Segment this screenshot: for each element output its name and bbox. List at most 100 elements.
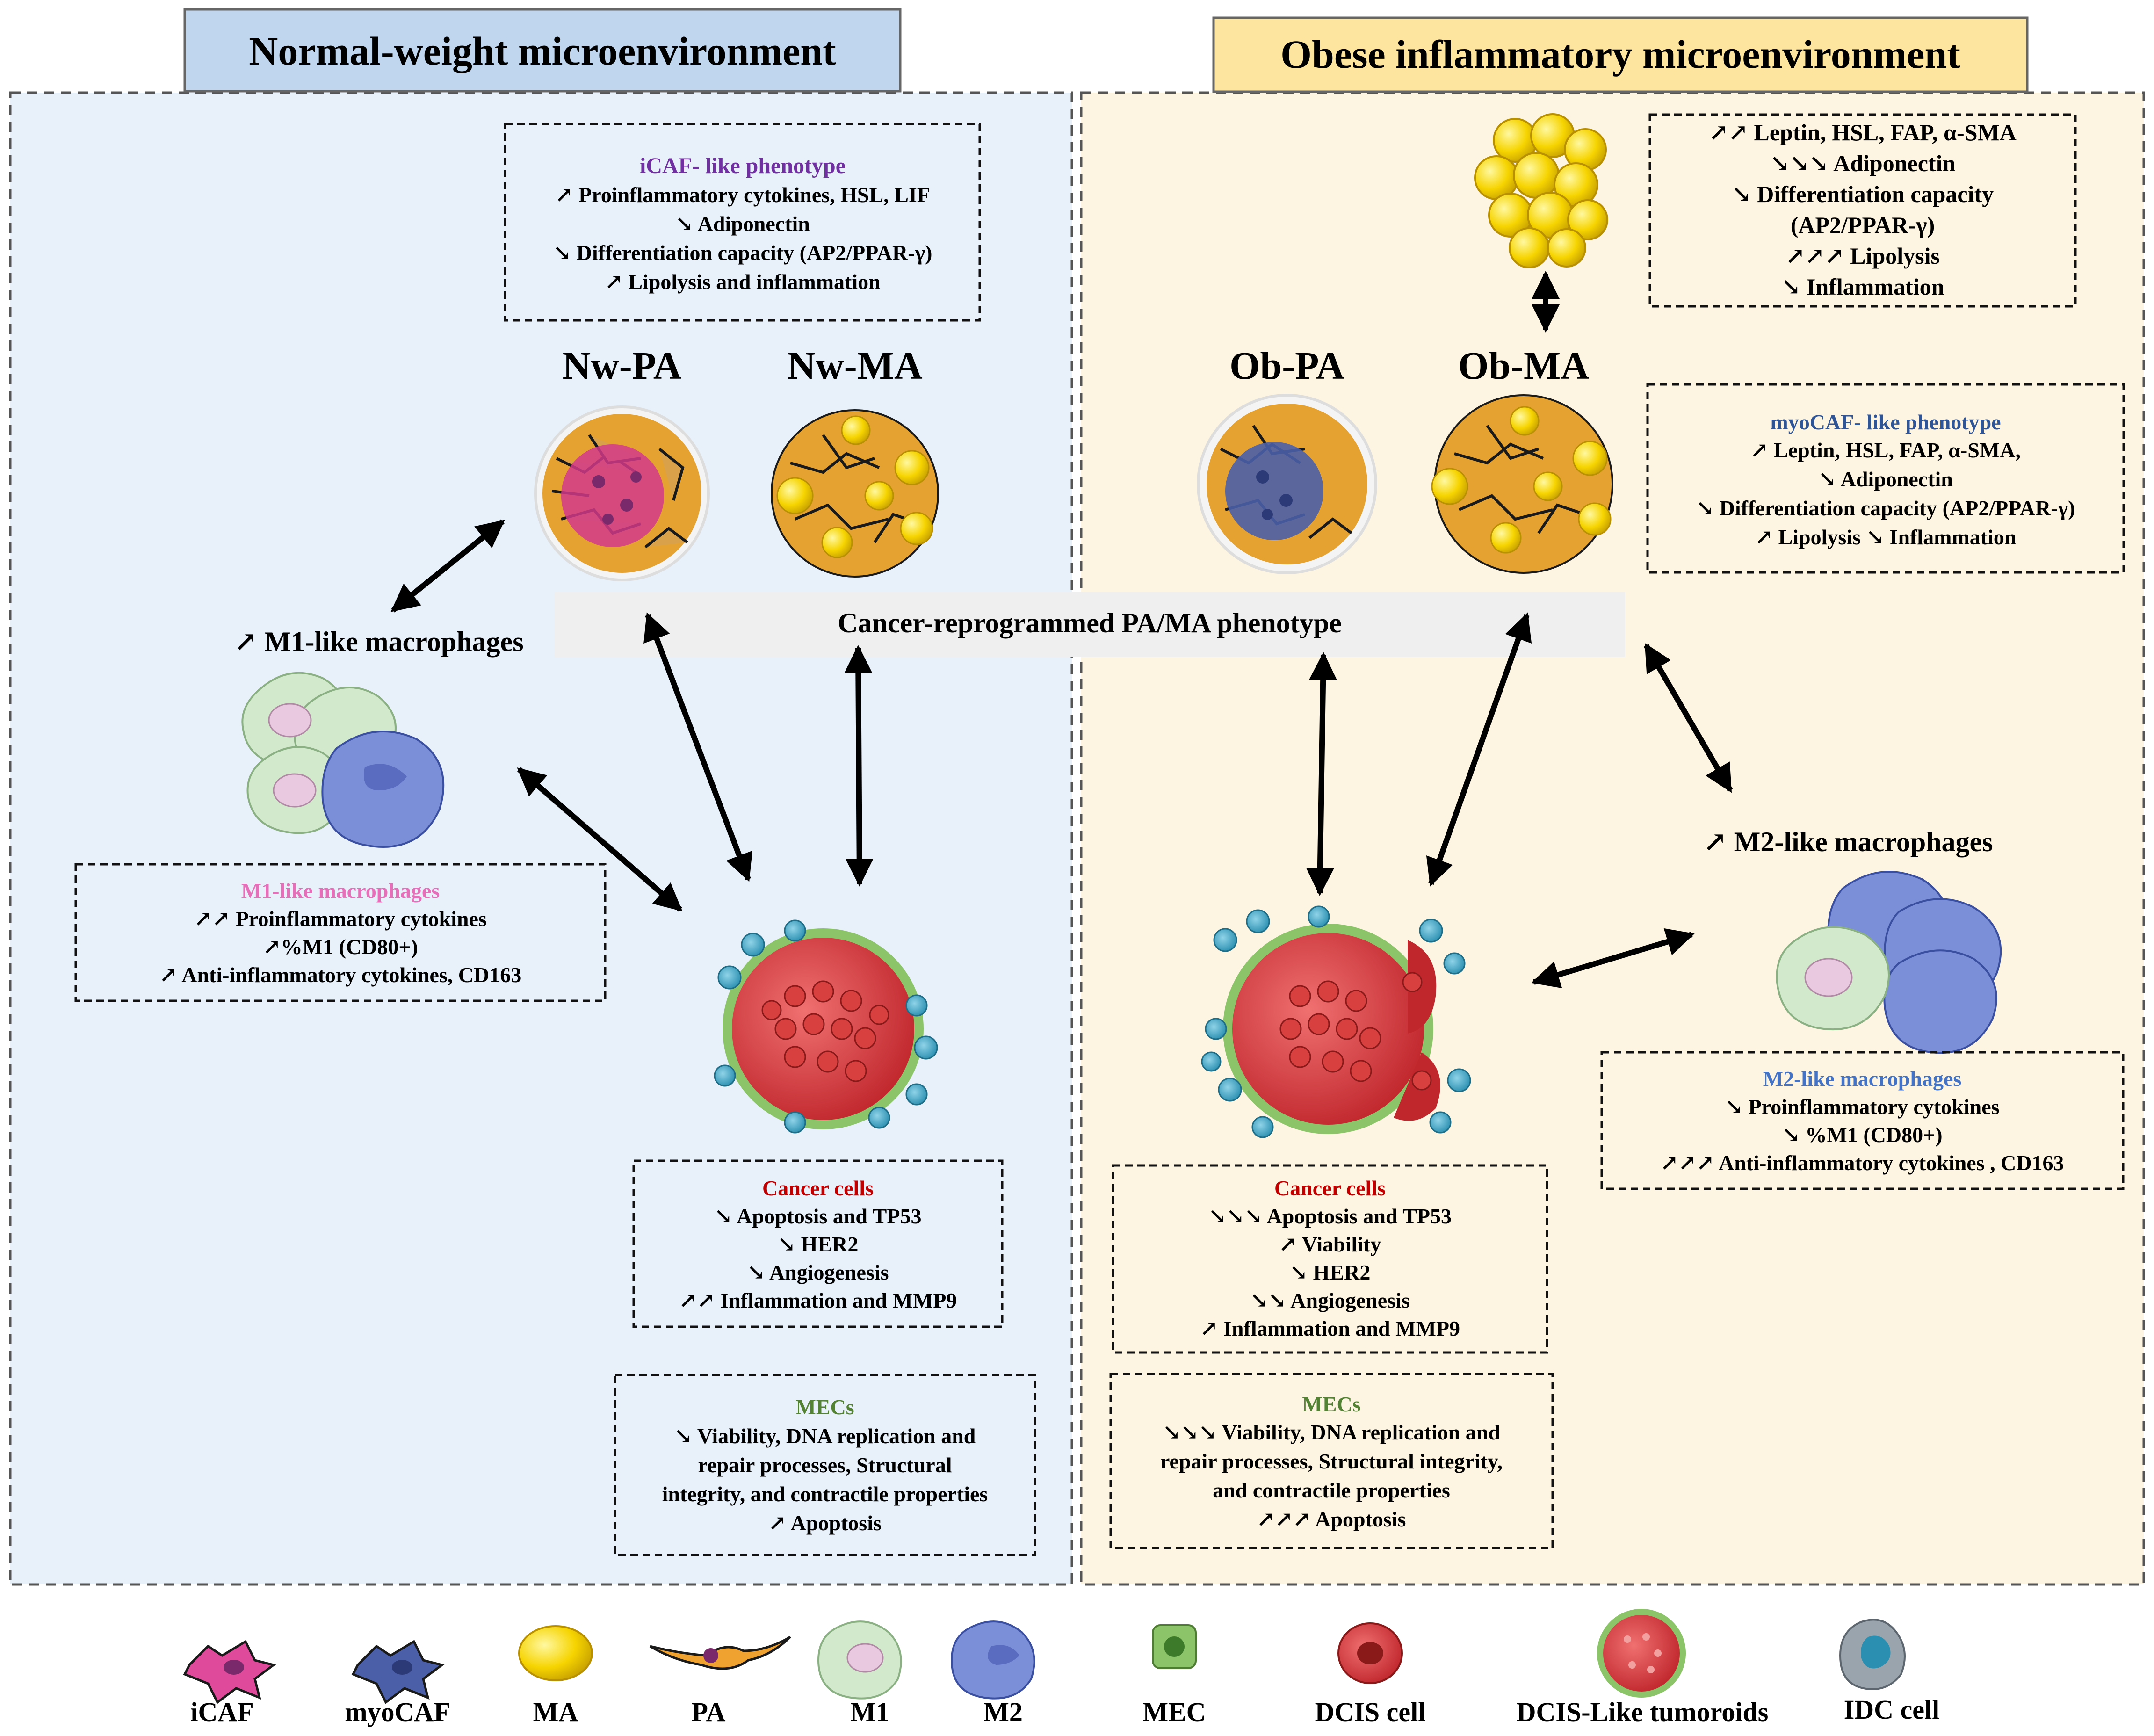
nw-cancer-line-2: ↘ HER2 xyxy=(778,1232,859,1256)
right-title-box xyxy=(1212,16,2029,93)
m2-like-label: ↗ M2-like macrophages xyxy=(1703,826,1993,857)
ob-mec-line-1: ↘↘↘ Viability, DNA replication and xyxy=(1163,1420,1500,1444)
arrow-ob-pa-tumoroid xyxy=(1306,652,1337,896)
mature-adipocyte-cluster xyxy=(1474,113,1608,268)
ob-mec-line-4: ↗↗↗ Apoptosis xyxy=(1257,1507,1406,1531)
legend: iCAF myoCAF MA PA M1 M2 MEC DCIS cell DC… xyxy=(183,1609,1940,1727)
legend-idc-cell-icon xyxy=(1839,1619,1906,1690)
ob-top-line-2: ↘↘↘ Adiponectin xyxy=(1770,150,1956,176)
ob-mec-line-3: and contractile properties xyxy=(1213,1478,1450,1502)
ob-top-line-6: ↘ Inflammation xyxy=(1781,274,1944,300)
nw-mec-line-2: repair processes, Structural xyxy=(698,1453,952,1477)
m1-like-label: ↗ M1-like macrophages xyxy=(234,626,523,657)
ob-cancer-line-5: ↗ Inflammation and MMP9 xyxy=(1200,1316,1460,1340)
icaf-heading: iCAF- like phenotype xyxy=(640,153,846,178)
m2-line-3: ↗↗↗ Anti-inflammatory cytokines , CD163 xyxy=(1660,1151,2064,1175)
legend-label-ma: MA xyxy=(533,1697,578,1727)
nw-dcis-tumoroid xyxy=(714,919,938,1134)
legend-icaf-icon xyxy=(183,1640,276,1704)
m2-line-2: ↘ %M1 (CD80+) xyxy=(1782,1123,1942,1147)
icaf-line-2: ↘ Adiponectin xyxy=(675,212,810,236)
m1-macrophage-cluster xyxy=(241,672,445,848)
legend-label-m1: M1 xyxy=(850,1697,889,1727)
icaf-phenotype-box xyxy=(504,123,981,322)
ob-top-line-1: ↗↗ Leptin, HSL, FAP, α-SMA xyxy=(1709,119,2017,145)
legend-pa-icon xyxy=(649,1635,791,1670)
myocaf-line-2: ↘ Adiponectin xyxy=(1818,467,1953,491)
ob-pa-label: Ob-PA xyxy=(1229,344,1344,388)
ob-mec-heading: MECs xyxy=(1302,1392,1360,1416)
m2-heading: M2-like macrophages xyxy=(1763,1067,1962,1091)
nw-mec-line-4: ↗ Apoptosis xyxy=(768,1511,882,1535)
left-title: Normal-weight microenvironment xyxy=(249,29,836,73)
legend-myocaf-icon xyxy=(351,1640,445,1704)
ob-mec-box xyxy=(1109,1373,1554,1549)
ob-cancer-line-2: ↗ Viability xyxy=(1279,1232,1381,1256)
left-title-box xyxy=(183,8,902,93)
m2-line-1: ↘ Proinflammatory cytokines xyxy=(1725,1095,1999,1119)
legend-label-myocaf: myoCAF xyxy=(345,1697,450,1727)
arrow-nw-pa-tumoroid xyxy=(643,612,752,882)
ob-cancer-heading: Cancer cells xyxy=(1274,1176,1386,1200)
legend-dcis-tumoroid-icon xyxy=(1597,1609,1686,1698)
nw-mec-line-1: ↘ Viability, DNA replication and xyxy=(674,1424,976,1448)
icaf-line-4: ↗ Lipolysis and inflammation xyxy=(605,270,880,294)
legend-dcis-cell-icon xyxy=(1337,1622,1403,1684)
m1-line-1: ↗↗ Proinflammatory cytokines xyxy=(194,907,487,931)
ob-cancer-line-1: ↘↘↘ Apoptosis and TP53 xyxy=(1208,1204,1452,1228)
myocaf-line-4: ↗ Lipolysis ↘ Inflammation xyxy=(1755,525,2017,549)
ob-top-line-4: (AP2/PPAR-γ) xyxy=(1791,212,1935,238)
nw-pa-label: Nw-PA xyxy=(562,344,681,388)
nw-ma-label: Nw-MA xyxy=(787,344,923,388)
legend-m2-icon xyxy=(950,1620,1035,1700)
arrow-ob-ma-m2 xyxy=(1643,643,1733,793)
nw-cancer-line-1: ↘ Apoptosis and TP53 xyxy=(715,1204,922,1228)
myocaf-phenotype-box xyxy=(1646,383,2125,574)
m1-line-3: ↗ Anti-inflammatory cytokines, CD163 xyxy=(159,963,522,987)
nw-pa-spheroid xyxy=(534,405,710,581)
right-panel xyxy=(1080,91,2145,1586)
legend-label-icaf: iCAF xyxy=(190,1697,253,1727)
icaf-line-3: ↘ Differentiation capacity (AP2/PPAR-γ) xyxy=(553,241,932,265)
m1-line-2: ↗%M1 (CD80+) xyxy=(263,935,418,959)
nw-cancer-line-3: ↘ Angiogenesis xyxy=(747,1260,889,1284)
ob-top-line-3: ↘ Differentiation capacity xyxy=(1732,181,1994,207)
m2-macrophage-cluster xyxy=(1776,871,2002,1054)
center-banner-text: Cancer-reprogrammed PA/MA phenotype xyxy=(838,608,1342,638)
arrow-m1-tumoroid xyxy=(517,767,683,912)
nw-cancer-line-4: ↗↗ Inflammation and MMP9 xyxy=(679,1288,957,1312)
arrow-nw-ma-tumoroid xyxy=(844,645,874,887)
ob-ma-label: Ob-MA xyxy=(1458,344,1589,388)
arrow-tumoroid-m2 xyxy=(1531,928,1695,989)
legend-m1-icon xyxy=(817,1620,902,1700)
legend-mec-icon xyxy=(1152,1624,1197,1669)
legend-label-pa: PA xyxy=(691,1697,725,1727)
legend-label-mec: MEC xyxy=(1142,1697,1206,1727)
legend-ma-icon xyxy=(518,1625,593,1681)
nw-mec-line-3: integrity, and contractile properties xyxy=(662,1482,988,1506)
ob-ma-effects-box xyxy=(1648,113,2077,308)
nw-mec-box xyxy=(614,1374,1036,1556)
myocaf-heading: myoCAF- like phenotype xyxy=(1770,410,2001,434)
legend-label-dcis-cell: DCIS cell xyxy=(1315,1697,1426,1727)
nw-mec-heading: MECs xyxy=(795,1395,854,1419)
m1-heading: M1-like macrophages xyxy=(241,879,440,903)
ob-pa-spheroid xyxy=(1197,394,1377,574)
ob-top-line-5: ↗↗↗ Lipolysis xyxy=(1785,243,1940,269)
ob-mec-line-2: repair processes, Structural integrity, xyxy=(1160,1449,1503,1473)
m1-macrophages-box xyxy=(74,863,607,1002)
myocaf-line-3: ↘ Differentiation capacity (AP2/PPAR-γ) xyxy=(1696,496,2075,520)
legend-label-dcis-tumoroids: DCIS-Like tumoroids xyxy=(1517,1697,1769,1727)
legend-label-idc-cell: IDC cell xyxy=(1844,1694,1940,1725)
legend-label-m2: M2 xyxy=(983,1697,1023,1727)
icaf-line-1: ↗ Proinflammatory cytokines, HSL, LIF xyxy=(555,183,930,207)
left-panel xyxy=(9,91,1073,1586)
ob-dcis-tumoroid xyxy=(1201,905,1471,1138)
ob-cancer-line-4: ↘↘ Angiogenesis xyxy=(1250,1288,1410,1312)
nw-cancer-cells-box xyxy=(632,1159,1004,1328)
right-title: Obese inflammatory microenvironment xyxy=(1280,32,1960,77)
nw-cancer-heading: Cancer cells xyxy=(762,1176,874,1200)
arrow-m1-nw-pa xyxy=(390,519,505,613)
ob-ma-spheroid xyxy=(1431,394,1613,574)
